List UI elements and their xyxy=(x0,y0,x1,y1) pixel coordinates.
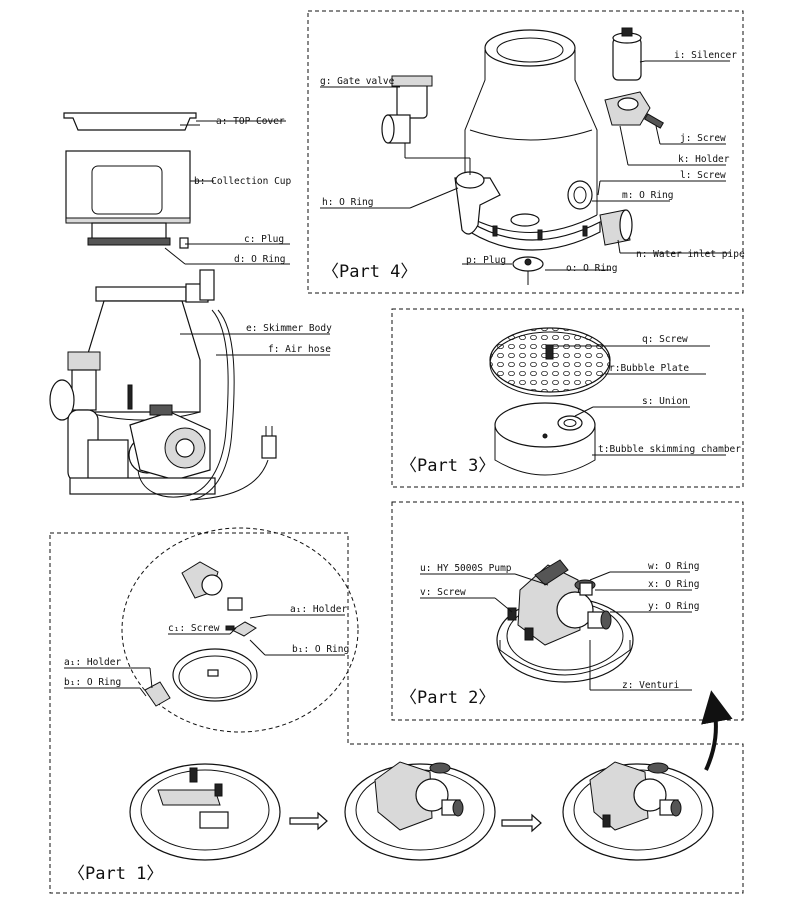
gate-valve-drawing xyxy=(381,75,471,175)
power-plug-drawing xyxy=(189,426,277,501)
label-e: e: Skimmer Body xyxy=(246,323,332,334)
plug-p-drawing xyxy=(512,256,544,285)
part4-leaders xyxy=(320,60,730,271)
part4-frame xyxy=(307,10,744,294)
step2-plate xyxy=(344,761,496,861)
label-n: n: Water inlet pipe xyxy=(636,249,745,260)
label-w: w: O Ring xyxy=(648,561,699,572)
label-a: a: TOP Cover xyxy=(216,116,285,127)
skimmer-body-drawing xyxy=(49,269,235,501)
label-m: m: O Ring xyxy=(622,190,673,201)
label-q: q: Screw xyxy=(642,334,688,345)
step-arrow-1 xyxy=(289,811,328,831)
label-g: g: Gate valve xyxy=(320,76,395,87)
collection-cup-drawing xyxy=(65,150,191,249)
part2-title: 〈Part 2〉 xyxy=(400,688,495,708)
label-a1-right: a₁: Holder xyxy=(290,604,347,615)
label-s: s: Union xyxy=(642,396,688,407)
label-k: k: Holder xyxy=(678,154,730,165)
label-t: t:Bubble skimming chamber xyxy=(598,444,741,455)
part3-frame xyxy=(391,308,744,488)
part1-leaders xyxy=(64,614,345,697)
label-b: b: Collection Cup xyxy=(194,176,292,187)
label-i: i: Silencer xyxy=(674,50,737,61)
label-o: o: O Ring xyxy=(566,263,617,274)
label-x: x: O Ring xyxy=(648,579,699,590)
step-arrow-up xyxy=(701,690,733,771)
holder-drawing xyxy=(604,91,651,126)
label-j: j: Screw xyxy=(680,133,726,144)
top-cover-drawing xyxy=(63,112,200,131)
part2-leaders xyxy=(420,571,692,691)
collection-cup-leaders xyxy=(164,120,290,265)
part1-detail-oval xyxy=(121,527,359,733)
label-d: d: O Ring xyxy=(234,254,285,265)
label-r: r:Bubble Plate xyxy=(609,363,689,374)
label-f: f: Air hose xyxy=(268,344,331,355)
screw-j-drawing xyxy=(644,113,664,129)
part2-frame xyxy=(391,501,744,721)
label-y: y: O Ring xyxy=(648,601,699,612)
label-z: z: Venturi xyxy=(622,680,679,691)
step1-plate xyxy=(129,763,281,861)
label-c: c: Plug xyxy=(244,234,284,245)
part3-leaders xyxy=(553,345,726,456)
label-a1-left: a₁: Holder xyxy=(64,657,121,668)
part1-title: 〈Part 1〉 xyxy=(68,864,163,884)
skimmer-body-leaders xyxy=(180,333,330,356)
bubble-chamber-drawing xyxy=(494,402,596,476)
label-b1-right: b₁: O Ring xyxy=(292,644,349,655)
silencer-drawing xyxy=(612,27,642,81)
label-p: p: Plug xyxy=(466,255,506,266)
part3-title: 〈Part 3〉 xyxy=(400,456,495,476)
step-arrow-2 xyxy=(501,813,542,833)
label-v: v: Screw xyxy=(420,587,466,598)
label-b1-left: b₁: O Ring xyxy=(64,677,121,688)
part1-frame xyxy=(49,532,744,894)
part2-pump-drawing xyxy=(496,559,634,683)
label-c1: c₁: Screw xyxy=(168,623,220,634)
part1-exploded-parts xyxy=(144,561,258,707)
label-h: h: O Ring xyxy=(322,197,373,208)
label-u: u: HY 5000S Pump xyxy=(420,563,512,574)
step3-plate xyxy=(562,761,714,861)
water-inlet-pipe-drawing xyxy=(599,209,633,246)
bubble-plate-drawing xyxy=(489,327,611,397)
label-l: l: Screw xyxy=(680,170,726,181)
skimmer-upper-body-drawing xyxy=(454,29,601,251)
part4-title: 〈Part 4〉 xyxy=(322,262,417,282)
